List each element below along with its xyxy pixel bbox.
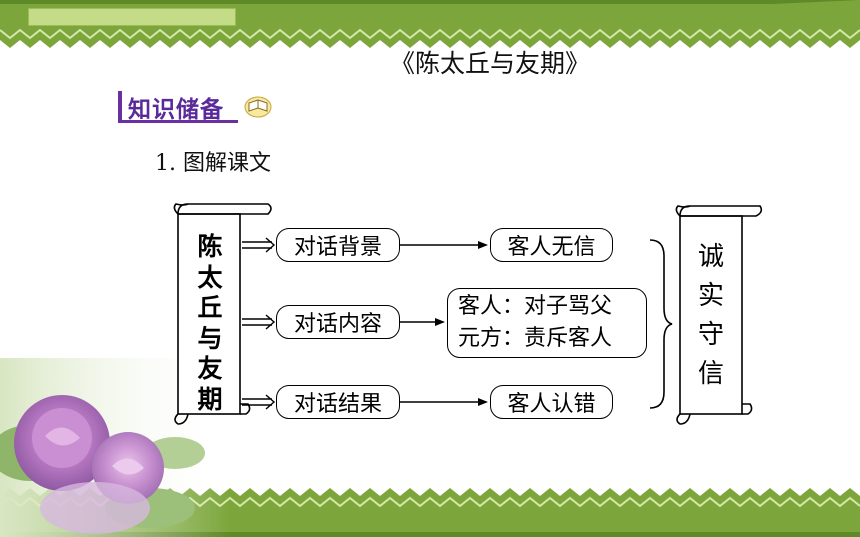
right-scroll-frame — [675, 205, 763, 425]
right-scroll-char: 信 — [697, 359, 724, 389]
section-underline — [118, 120, 238, 123]
right-brace — [649, 239, 673, 409]
guest-dishonest-box: 客人无信 — [490, 228, 613, 262]
left-scroll-char: 丘 — [197, 293, 223, 322]
open-book-icon — [244, 96, 272, 118]
left-scroll-char: 期 — [197, 384, 223, 414]
left-scroll-char: 太 — [197, 262, 223, 292]
left-scroll-char: 陈 — [197, 232, 223, 261]
arrow-heads — [435, 241, 488, 406]
left-scroll-frame — [173, 203, 272, 425]
page-title: 《陈太丘与友期》 — [390, 49, 591, 78]
dialog-line-guest: 客人：对子骂父 — [458, 294, 613, 319]
left-scroll-char: 与 — [197, 323, 223, 353]
section-heading: 知识储备 — [128, 97, 224, 123]
double-arrows — [242, 237, 276, 410]
dialog-details-box: 客人：对子骂父 元方：责斥客人 — [447, 288, 647, 358]
right-scroll-char: 守 — [697, 320, 724, 350]
section-accent-bar — [118, 91, 122, 121]
subheading: 1. 图解课文 — [155, 151, 271, 176]
right-scroll-theme: 诚 实 守 信 — [688, 238, 734, 394]
right-scroll-char: 实 — [697, 281, 724, 311]
left-scroll-title: 陈 太 丘 与 友 期 — [186, 232, 234, 415]
top-band-tab — [28, 8, 236, 26]
dialog-result-box: 对话结果 — [276, 385, 400, 419]
right-scroll-char: 诚 — [697, 242, 724, 272]
guest-apologizes-box: 客人认错 — [490, 385, 613, 419]
top-decorative-band — [0, 0, 860, 48]
dialog-line-yuanfang: 元方：责斥客人 — [458, 326, 613, 351]
dialog-background-box: 对话背景 — [276, 228, 400, 262]
dialog-content-box: 对话内容 — [276, 305, 400, 339]
left-scroll-char: 友 — [197, 354, 223, 383]
